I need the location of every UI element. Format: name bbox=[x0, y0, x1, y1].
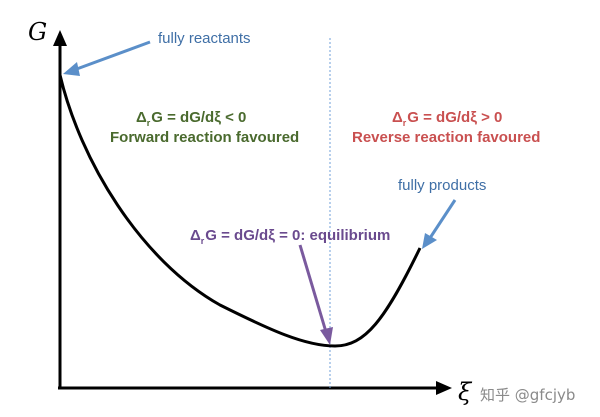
x-axis-arrowhead bbox=[436, 381, 452, 395]
y-axis-arrowhead bbox=[53, 30, 67, 46]
fully-reactants-arrowhead bbox=[63, 62, 80, 76]
fully-products-arrowhead bbox=[422, 233, 437, 249]
fully-reactants-label: fully reactants bbox=[158, 30, 251, 47]
x-axis-label: ξ bbox=[458, 378, 473, 406]
equilibrium-arrowhead bbox=[320, 327, 333, 345]
forward-reaction-text: Forward reaction favoured bbox=[110, 129, 299, 146]
fully-products-label: fully products bbox=[398, 177, 486, 194]
fully-products-arrow bbox=[428, 199, 457, 239]
reverse-equation: ΔrG = dG/dξ > 0 bbox=[392, 109, 502, 128]
watermark: 知乎 @gfcjyb bbox=[480, 386, 575, 404]
gibbs-energy-curve bbox=[58, 74, 422, 348]
equilibrium-equation: ΔrG = dG/dξ = 0: equilibrium bbox=[190, 227, 390, 246]
reverse-reaction-text: Reverse reaction favoured bbox=[352, 129, 540, 146]
forward-equation: ΔrG = dG/dξ < 0 bbox=[136, 109, 246, 128]
equilibrium-arrow bbox=[298, 244, 328, 333]
fully-reactants-arrow bbox=[73, 40, 151, 72]
y-axis-label: G bbox=[28, 18, 47, 46]
